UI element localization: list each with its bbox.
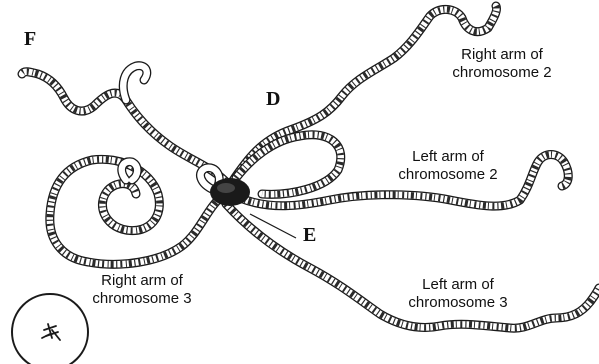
label-left-arm-2-line-1: Left arm of — [378, 148, 518, 166]
label-left-arm-chromosome-2: Left arm of chromosome 2 — [378, 148, 518, 184]
label-left-arm-chromosome-3: Left arm of chromosome 3 — [388, 276, 528, 312]
label-right-arm-chromosome-2: Right arm of chromosome 2 — [432, 46, 572, 82]
label-e: E — [303, 224, 316, 247]
chromocenter-highlight — [217, 183, 235, 193]
label-d: D — [266, 88, 280, 111]
label-right-arm-2-line-1: Right arm of — [432, 46, 572, 64]
label-left-arm-2-line-2: chromosome 2 — [378, 166, 518, 184]
label-right-arm-chromosome-3: Right arm of chromosome 3 — [72, 272, 212, 308]
chromosome-loop-d — [236, 135, 341, 195]
label-right-arm-3-line-2: chromosome 3 — [72, 290, 212, 308]
label-left-arm-3-line-1: Left arm of — [388, 276, 528, 294]
label-right-arm-3-line-1: Right arm of — [72, 272, 212, 290]
label-right-arm-2-line-2: chromosome 2 — [432, 64, 572, 82]
label-f: F — [24, 28, 36, 51]
label-left-arm-3-line-2: chromosome 3 — [388, 294, 528, 312]
